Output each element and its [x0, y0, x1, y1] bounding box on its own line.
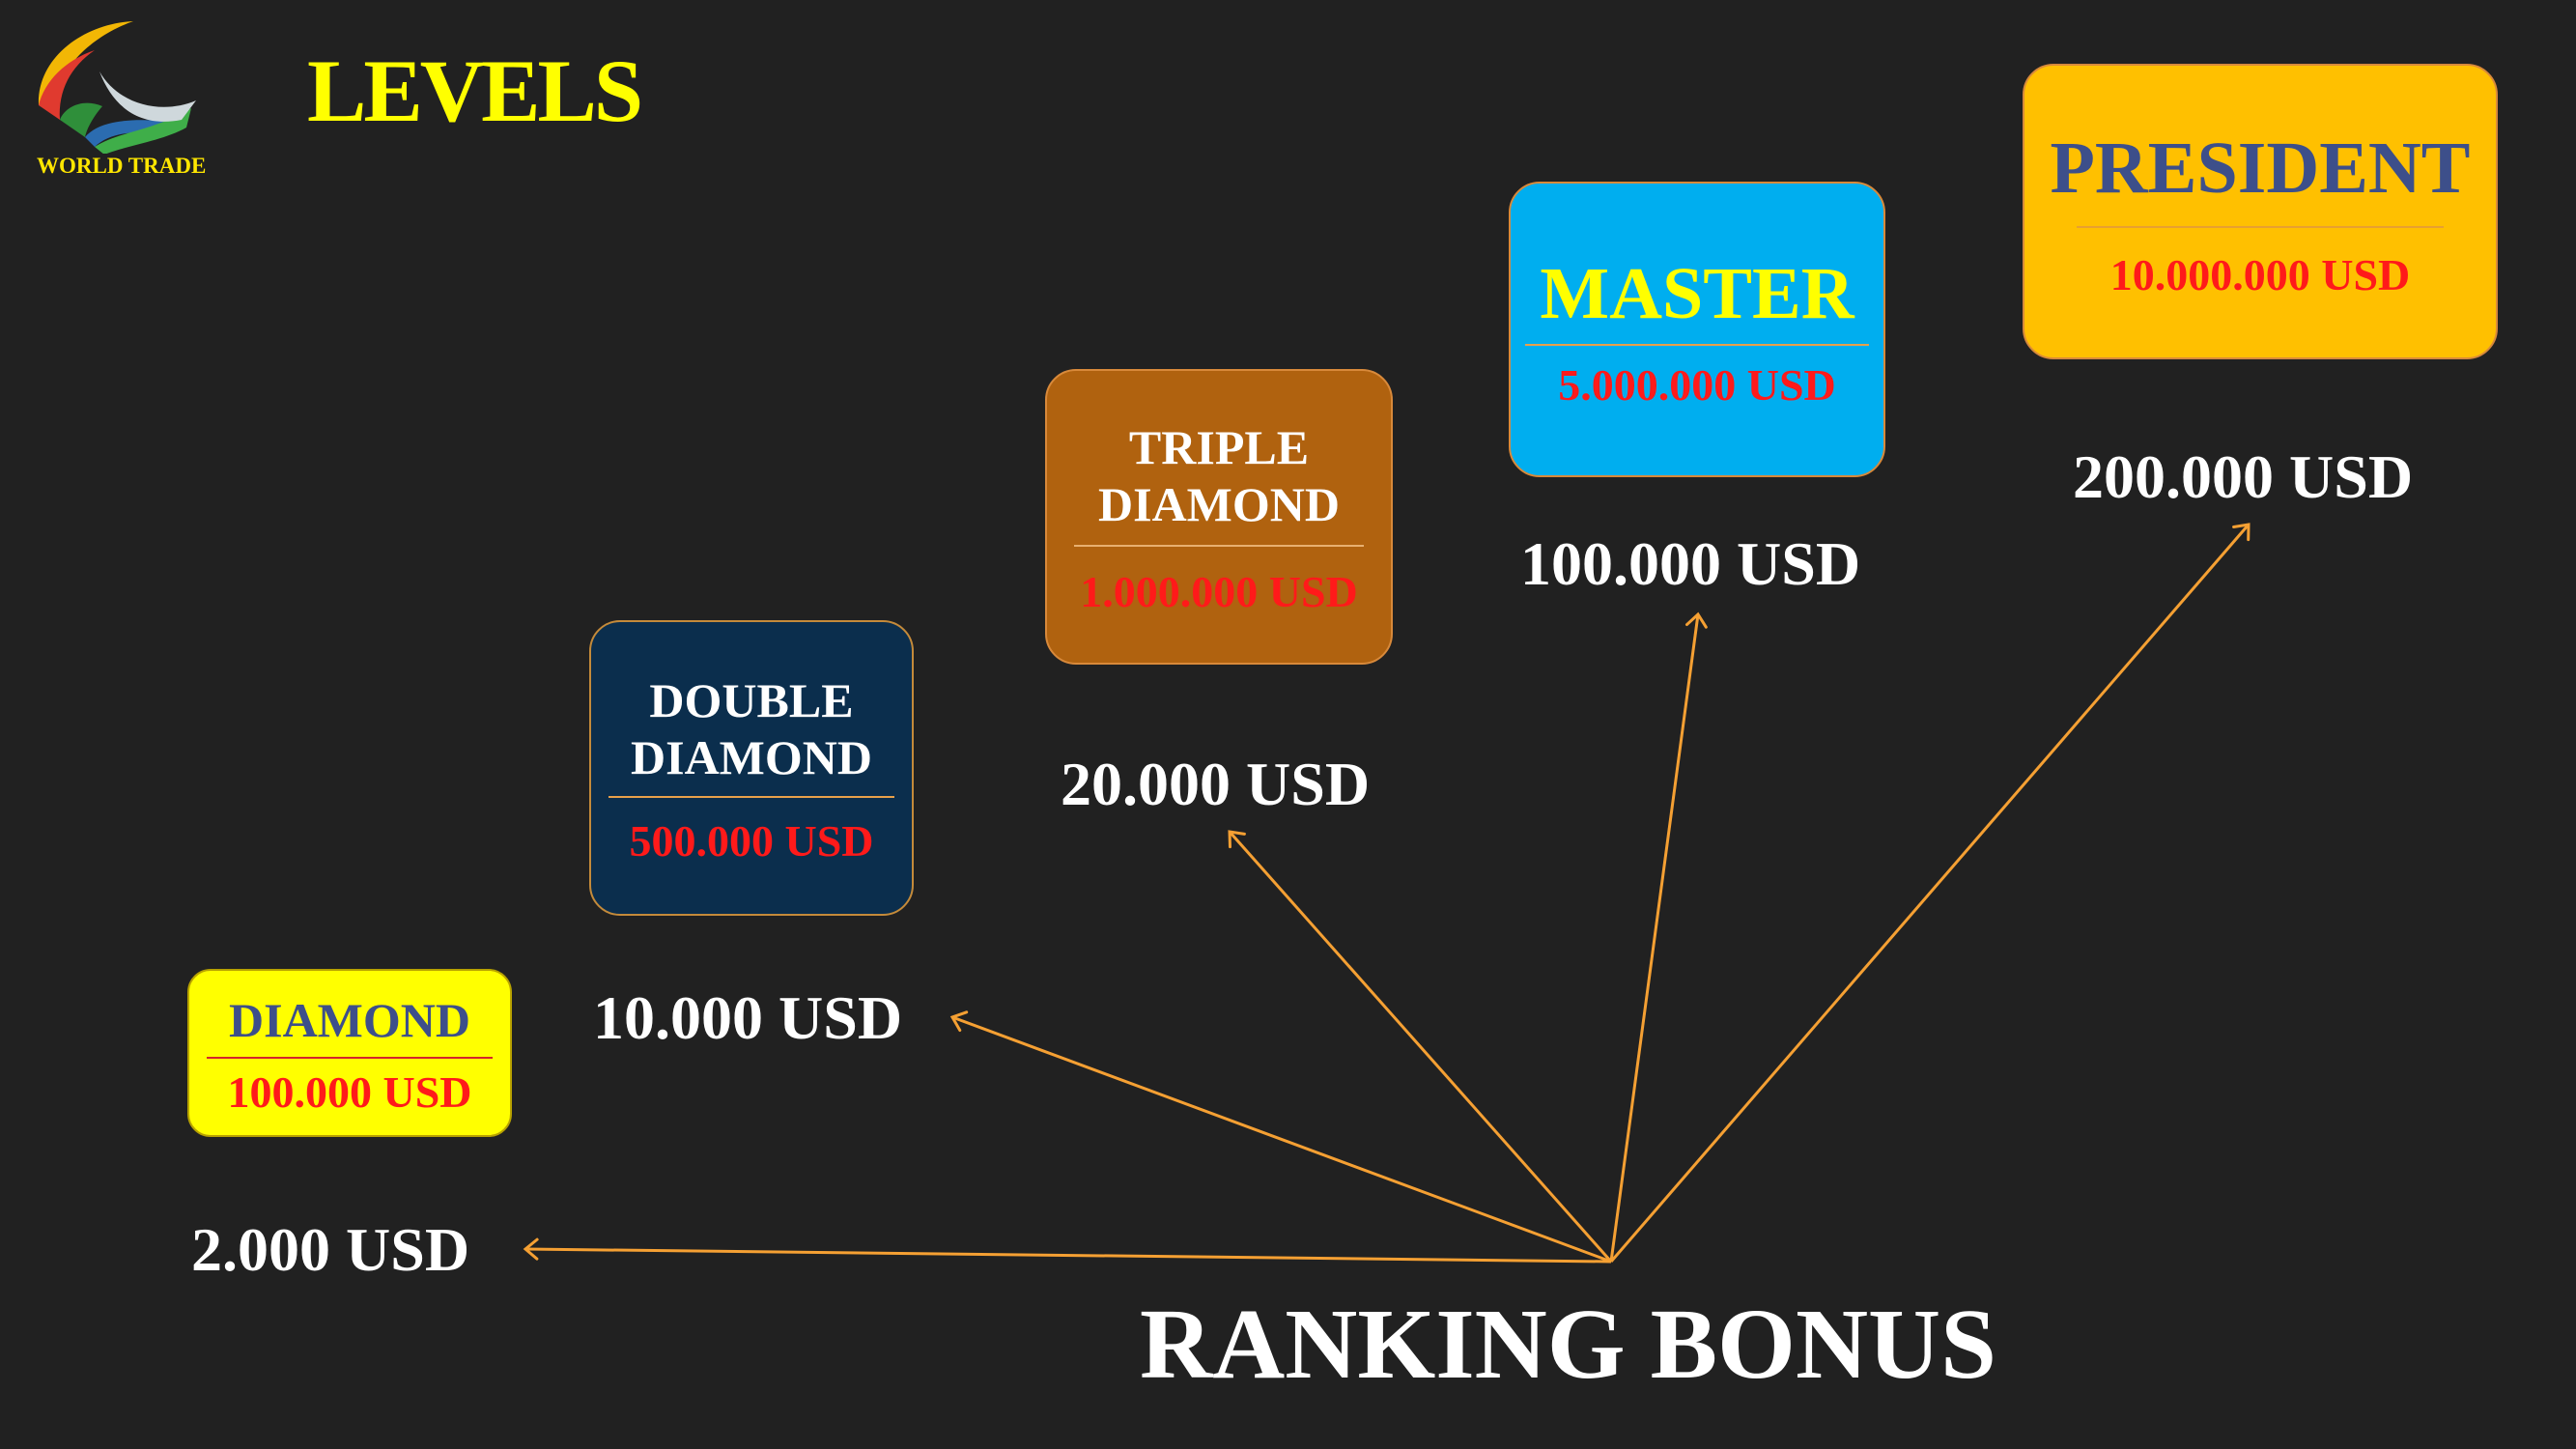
double-diamond-level-name: DOUBLE DIAMOND: [631, 672, 872, 786]
triple-diamond-level-name: TRIPLE DIAMOND: [1098, 419, 1340, 533]
diamond-bonus-amount: 2.000 USD: [191, 1215, 470, 1284]
double-diamond-name-line1: DOUBLE: [649, 673, 854, 727]
ranking-bonus-title: RANKING BONUS: [1140, 1289, 1996, 1400]
master-level-name: MASTER: [1540, 253, 1854, 335]
double-diamond-card-divider: [609, 796, 894, 798]
arrow-to-triple-diamond-bonus: [1228, 830, 1613, 1263]
diamond-level-card: DIAMOND 100.000 USD: [187, 969, 512, 1137]
president-bonus-amount: 200.000 USD: [2073, 442, 2414, 511]
double-diamond-name-line2: DIAMOND: [631, 730, 872, 784]
arrow-to-president-bonus: [1609, 523, 2250, 1263]
triple-diamond-card-divider: [1074, 545, 1364, 547]
triple-diamond-name-line1: TRIPLE: [1128, 420, 1310, 474]
double-diamond-level-card: DOUBLE DIAMOND 500.000 USD: [589, 620, 914, 916]
triple-diamond-level-price: 1.000.000 USD: [1080, 567, 1358, 616]
logo-text: WORLD TRADE: [37, 154, 207, 178]
president-level-price: 10.000.000 USD: [2109, 249, 2411, 299]
arrow-to-double-diamond-bonus: [949, 1010, 1612, 1264]
triple-diamond-bonus-amount: 20.000 USD: [1061, 750, 1371, 818]
double-diamond-level-price: 500.000 USD: [629, 816, 874, 866]
master-card-divider: [1525, 343, 1869, 346]
president-level-card: PRESIDENT 10.000.000 USD: [2023, 64, 2498, 359]
president-card-divider: [2077, 225, 2444, 228]
world-trade-logo: WORLD TRADE: [27, 14, 211, 183]
master-level-card: MASTER 5.000.000 USD: [1509, 182, 1885, 477]
arrow-to-diamond-bonus: [523, 1237, 1612, 1264]
page-title: LEVELS: [307, 42, 643, 140]
arrow-to-master-bonus: [1609, 611, 1708, 1263]
triple-diamond-level-card: TRIPLE DIAMOND 1.000.000 USD: [1045, 369, 1393, 665]
double-diamond-bonus-amount: 10.000 USD: [593, 983, 903, 1052]
diamond-level-name: DIAMOND: [229, 992, 470, 1047]
triple-diamond-name-line2: DIAMOND: [1098, 477, 1340, 531]
master-bonus-amount: 100.000 USD: [1520, 529, 1861, 598]
logo-swoosh-icon: [38, 21, 196, 154]
diamond-card-divider: [207, 1056, 493, 1059]
president-level-name: PRESIDENT: [2050, 128, 2471, 210]
diamond-level-price: 100.000 USD: [227, 1066, 472, 1117]
master-level-price: 5.000.000 USD: [1558, 359, 1836, 410]
